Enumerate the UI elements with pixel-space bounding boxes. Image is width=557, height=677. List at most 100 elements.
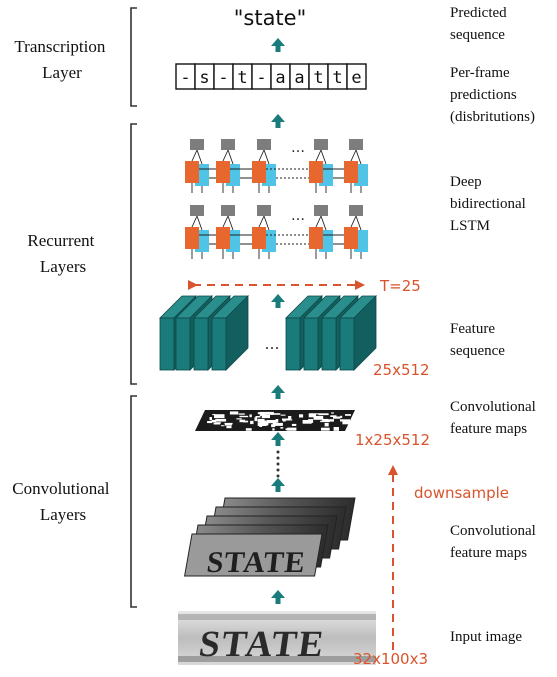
transcription-line-2: Layer [42, 63, 82, 82]
feature-slab [211, 295, 249, 371]
output-node [349, 139, 363, 150]
forward-lstm [252, 161, 266, 183]
predicted-text: "state" [234, 6, 307, 30]
conv-dots [276, 450, 280, 478]
predicted-sequence-label: Predicted sequence [450, 5, 510, 43]
recurrent-line-2: Layers [40, 257, 86, 276]
lstm-cell [344, 139, 368, 193]
lstm-cell [344, 205, 368, 259]
input-dims-annotation: 32x100x3 [353, 650, 428, 668]
per-frame-line-1: Per-frame [450, 65, 510, 81]
lstm-ellipsis-middle: … [291, 208, 305, 224]
conv-feature-map-top [195, 410, 355, 431]
lstm-cell [216, 139, 262, 193]
conv-bottom-line-2: feature maps [450, 545, 527, 561]
lstm-line-2: bidirectional [450, 196, 526, 212]
feature-map-word: STATE [205, 545, 307, 579]
forward-lstm [309, 161, 323, 183]
output-node [190, 205, 204, 216]
feature-line-2: sequence [450, 343, 505, 359]
output-node [221, 139, 235, 150]
convolutional-line-1: Convolutional [12, 479, 110, 498]
feature-map-layer-front [184, 533, 323, 577]
up-arrow [271, 590, 285, 604]
transcription-layer-label: Transcription Layer [14, 37, 109, 82]
frame-char: t [313, 68, 323, 88]
input-image: STATE [178, 611, 376, 665]
conv-bottom-line-1: Convolutional [450, 523, 536, 539]
forward-lstm [344, 161, 358, 183]
conv-feature-map-stack: STATE [184, 497, 356, 579]
up-arrow [271, 294, 285, 308]
feature-ellipsis: … [265, 335, 280, 353]
frame-char: - [218, 68, 228, 88]
input-image-label: Input image [450, 629, 522, 645]
frame-char: a [294, 68, 304, 88]
feature-dims-annotation: 25x512 [373, 361, 430, 379]
lstm-line-3: LSTM [450, 218, 490, 234]
output-node [314, 205, 328, 216]
transcription-line-1: Transcription [14, 37, 105, 56]
frame-char: s [199, 68, 209, 88]
output-node [221, 205, 235, 216]
frame-char: e [351, 68, 361, 88]
lstm-grid [185, 139, 368, 259]
input-word: STATE [197, 624, 329, 665]
feature-line-1: Feature [450, 321, 495, 337]
forward-lstm [185, 161, 199, 183]
convolutional-bracket [130, 395, 137, 608]
predicted-line-1: Predicted [450, 5, 507, 21]
up-arrow [271, 478, 285, 492]
output-node [257, 205, 271, 216]
frame-char: a [275, 68, 285, 88]
time-steps-annotation: T=25 [379, 277, 421, 295]
conv-dims-annotation: 1x25x512 [355, 431, 430, 449]
output-node [190, 139, 204, 150]
up-arrow [271, 114, 285, 128]
lstm-label: Deep bidirectional LSTM [450, 174, 530, 234]
conv-maps-bottom-label: Convolutional feature maps [450, 523, 540, 561]
lstm-line-1: Deep [450, 174, 482, 190]
forward-lstm [185, 227, 199, 249]
feature-sequence-slabs [159, 295, 377, 371]
frame-char: t [332, 68, 342, 88]
lstm-cell [252, 205, 319, 259]
feature-slab [339, 295, 377, 371]
forward-lstm [252, 227, 266, 249]
recurrent-layers-label: Recurrent Layers [27, 231, 98, 276]
per-frame-label: Per-frame predictions (disbritutions) [450, 65, 535, 125]
lstm-cell [185, 139, 226, 193]
flow-arrows [271, 38, 285, 604]
frame-char: t [237, 68, 247, 88]
feature-sequence-label: Feature sequence [450, 321, 505, 359]
downsample-annotation: downsample [414, 484, 509, 502]
frame-char: - [256, 68, 266, 88]
conv-top-line-2: feature maps [450, 421, 527, 437]
up-arrow [271, 432, 285, 446]
forward-lstm [309, 227, 323, 249]
convolutional-layers-label: Convolutional Layers [12, 479, 114, 524]
forward-lstm [344, 227, 358, 249]
transcription-bracket [130, 7, 137, 107]
lstm-cell [309, 139, 354, 193]
frame-char: - [180, 68, 190, 88]
recurrent-line-1: Recurrent [27, 231, 94, 250]
output-node [349, 205, 363, 216]
conv-top-line-1: Convolutional [450, 399, 536, 415]
output-node [314, 139, 328, 150]
predicted-line-2: sequence [450, 27, 505, 43]
forward-lstm [216, 161, 230, 183]
lstm-cell [252, 139, 319, 193]
frame-box [346, 63, 367, 90]
forward-lstm [216, 227, 230, 249]
up-arrow [271, 38, 285, 52]
conv-maps-top-label: Convolutional feature maps [450, 399, 540, 437]
convolutional-line-2: Layers [40, 505, 86, 524]
lstm-ellipsis-top: … [291, 140, 305, 156]
lstm-cell [216, 205, 262, 259]
up-arrow [271, 385, 285, 399]
per-frame-line-2: predictions [450, 87, 517, 103]
per-frame-line-3: (disbritutions) [450, 109, 535, 125]
